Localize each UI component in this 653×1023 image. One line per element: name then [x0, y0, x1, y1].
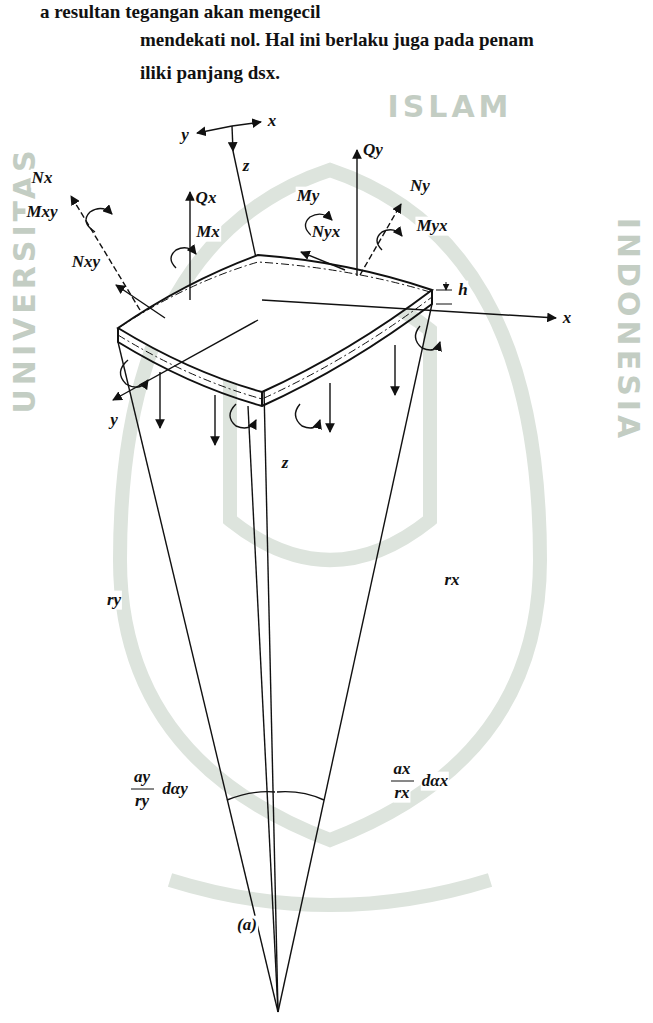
- force-label: Nx: [31, 169, 54, 188]
- body-text: mendekati nol. Hal ini berlaku juga pada…: [140, 30, 534, 51]
- fraction-denominator: ry: [134, 792, 150, 811]
- moment-label: My: [296, 187, 321, 206]
- moment-label: Mxy: [25, 203, 58, 222]
- force-label: Nyx: [311, 223, 341, 242]
- fraction-numerator: ay: [133, 768, 151, 787]
- watermark: ISLAM: [388, 90, 513, 123]
- radius-label: rx: [443, 571, 460, 590]
- fraction-denominator: rx: [393, 784, 410, 803]
- fraction-numerator: ax: [393, 760, 412, 779]
- moment-label: Myx: [415, 217, 448, 236]
- angle-label: dαy: [161, 780, 188, 799]
- force-label: Qx: [195, 189, 218, 208]
- force-label: Qy: [362, 141, 384, 160]
- axis-label: z: [242, 157, 251, 176]
- axis-label: y: [180, 126, 190, 145]
- force-label: Ny: [409, 177, 431, 196]
- axis-label: y: [109, 411, 119, 430]
- dimension-label: h: [457, 281, 468, 300]
- body-text: iliki panjang dsx.: [140, 63, 280, 84]
- body-text: a resultan tegangan akan mengecil: [40, 2, 320, 23]
- force-label: Nxy: [71, 253, 101, 272]
- axis-label: x: [267, 112, 278, 131]
- angle-label: dαx: [421, 772, 449, 791]
- moment-label: Mx: [195, 223, 221, 242]
- axis-label: x: [562, 309, 573, 328]
- watermark: INDONESIA: [612, 218, 645, 442]
- figure-label: (a): [236, 916, 258, 935]
- radius-label: ry: [106, 591, 122, 610]
- axis-label: z: [281, 454, 290, 473]
